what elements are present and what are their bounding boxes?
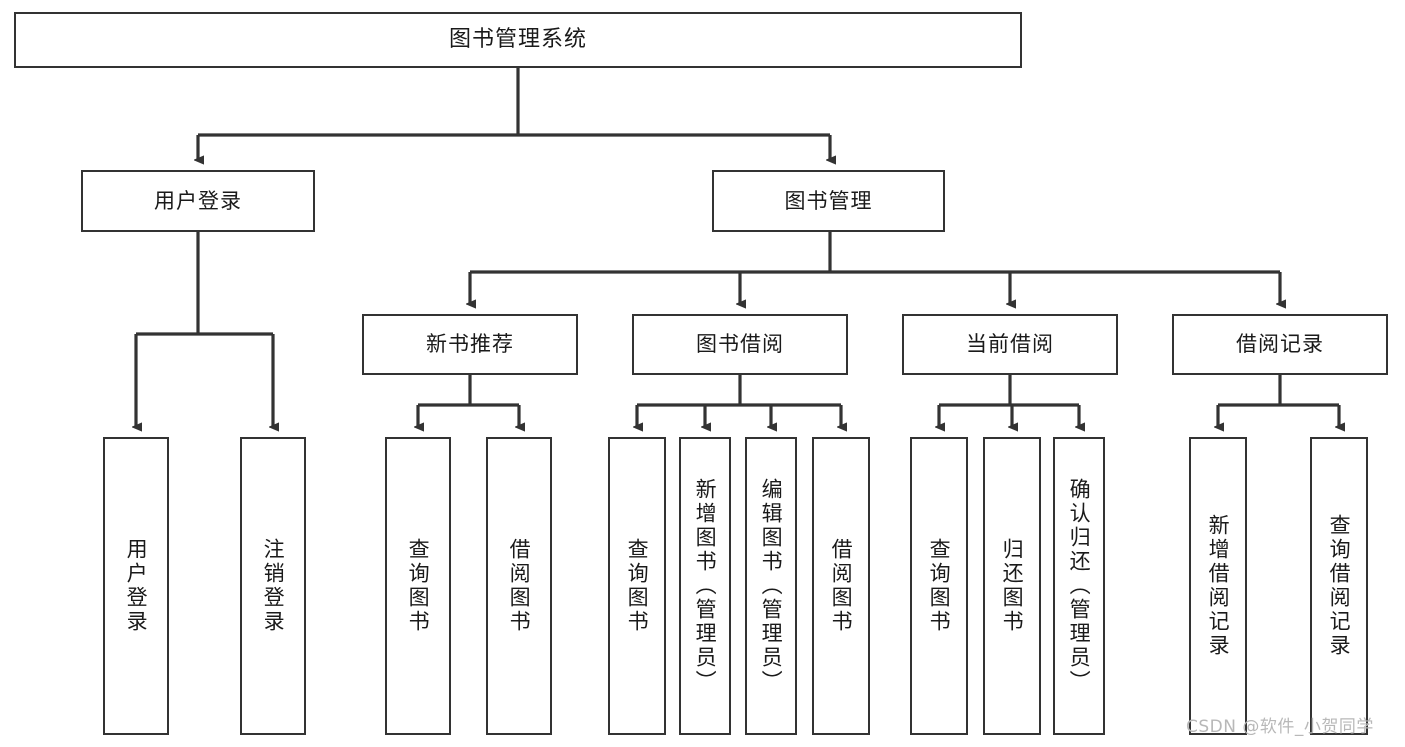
node-book-borrow[interactable]: 图书借阅 xyxy=(632,314,848,375)
leaf-borrow-add-book[interactable]: 新增图书（管理员） xyxy=(679,437,731,735)
leaf-rec-borrow-book[interactable]: 借阅图书 xyxy=(486,437,552,735)
leaf-record-query[interactable]: 查询借阅记录 xyxy=(1310,437,1368,735)
leaf-borrow-borrow-book[interactable]: 借阅图书 xyxy=(812,437,870,735)
leaf-current-confirm-return[interactable]: 确认归还（管理员） xyxy=(1053,437,1105,735)
leaf-borrow-query-book[interactable]: 查询图书 xyxy=(608,437,666,735)
node-borrow-record[interactable]: 借阅记录 xyxy=(1172,314,1388,375)
node-current-borrow[interactable]: 当前借阅 xyxy=(902,314,1118,375)
leaf-borrow-edit-book[interactable]: 编辑图书（管理员） xyxy=(745,437,797,735)
node-borrow-record-label: 借阅记录 xyxy=(1236,332,1324,357)
leaf-rec-query-book[interactable]: 查询图书 xyxy=(385,437,451,735)
node-root[interactable]: 图书管理系统 xyxy=(14,12,1022,68)
leaf-record-add[interactable]: 新增借阅记录 xyxy=(1189,437,1247,735)
node-user-login[interactable]: 用户登录 xyxy=(81,170,315,232)
node-new-book-recommend[interactable]: 新书推荐 xyxy=(362,314,578,375)
node-root-label: 图书管理系统 xyxy=(448,27,587,53)
leaf-current-return-book[interactable]: 归还图书 xyxy=(983,437,1041,735)
csdn-watermark: CSDN @软件_小贺同学 xyxy=(1186,717,1374,737)
leaf-current-query-book[interactable]: 查询图书 xyxy=(910,437,968,735)
leaf-user-login[interactable]: 用户登录 xyxy=(103,437,169,735)
node-user-login-label: 用户登录 xyxy=(154,188,242,213)
node-book-manage-label: 图书管理 xyxy=(784,188,873,213)
node-new-book-recommend-label: 新书推荐 xyxy=(426,332,514,357)
node-book-borrow-label: 图书借阅 xyxy=(696,332,784,357)
node-book-manage[interactable]: 图书管理 xyxy=(712,170,945,232)
node-current-borrow-label: 当前借阅 xyxy=(966,332,1054,357)
leaf-user-logout[interactable]: 注销登录 xyxy=(240,437,306,735)
